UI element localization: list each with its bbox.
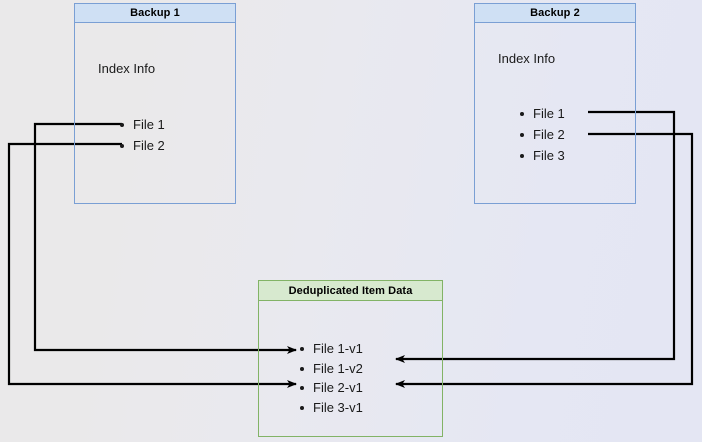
list-item: File 1-v1 <box>297 339 363 359</box>
connector-b2f1-to-dedup-file1v2 <box>395 110 676 363</box>
connector-b1f2-to-dedup-file2v1 <box>7 142 297 388</box>
connector-b1f1-to-dedup-file1v1 <box>33 122 297 354</box>
list-item: File 1-v2 <box>297 359 363 379</box>
list-item: File 3 <box>517 145 565 166</box>
backup1-box <box>74 3 236 204</box>
dedup-title: Deduplicated Item Data <box>288 284 413 297</box>
list-item: File 3-v1 <box>297 398 363 418</box>
backup2-index-label: Index Info <box>498 51 556 66</box>
list-item: File 2 <box>117 135 165 156</box>
backup1-header: Backup 1 <box>74 3 236 23</box>
list-item: File 1 <box>517 103 565 124</box>
list-item: File 2-v1 <box>297 378 363 398</box>
backup1-index-label: Index Info <box>98 61 156 76</box>
backup1-file-list: File 1 File 2 <box>117 114 165 156</box>
list-item: File 2 <box>517 124 565 145</box>
dedup-header: Deduplicated Item Data <box>258 280 443 301</box>
backup1-title: Backup 1 <box>130 7 180 19</box>
backup2-file-list: File 1 File 2 File 3 <box>517 103 565 166</box>
backup2-title: Backup 2 <box>530 7 580 19</box>
connector-b2f2-to-dedup-file2v1 <box>395 132 694 388</box>
dedup-item-list: File 1-v1 File 1-v2 File 2-v1 File 3-v1 <box>297 339 363 417</box>
list-item: File 1 <box>117 114 165 135</box>
backup2-header: Backup 2 <box>474 3 636 23</box>
